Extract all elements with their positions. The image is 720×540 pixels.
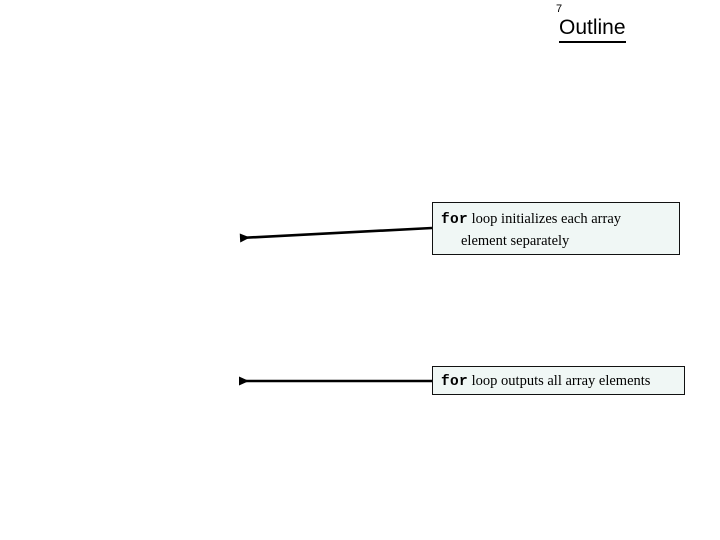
- page-number: 7: [556, 3, 563, 15]
- callout-line: for loop initializes each array: [441, 209, 679, 231]
- callout-for-loop-initializes: for loop initializes each array element …: [432, 202, 680, 255]
- keyword-for: for: [441, 374, 469, 390]
- callout-line: element separately: [461, 233, 570, 249]
- arrow-to-initializes: [239, 226, 433, 243]
- callout-text: loop initializes each array: [468, 211, 622, 227]
- callout-for-loop-outputs: for loop outputs all array elements: [432, 366, 685, 395]
- callout-text: loop outputs all array elements: [468, 373, 651, 389]
- callout-line: for loop outputs all array elements: [441, 371, 684, 393]
- page-title: Outline: [559, 16, 626, 43]
- keyword-for: for: [441, 212, 469, 228]
